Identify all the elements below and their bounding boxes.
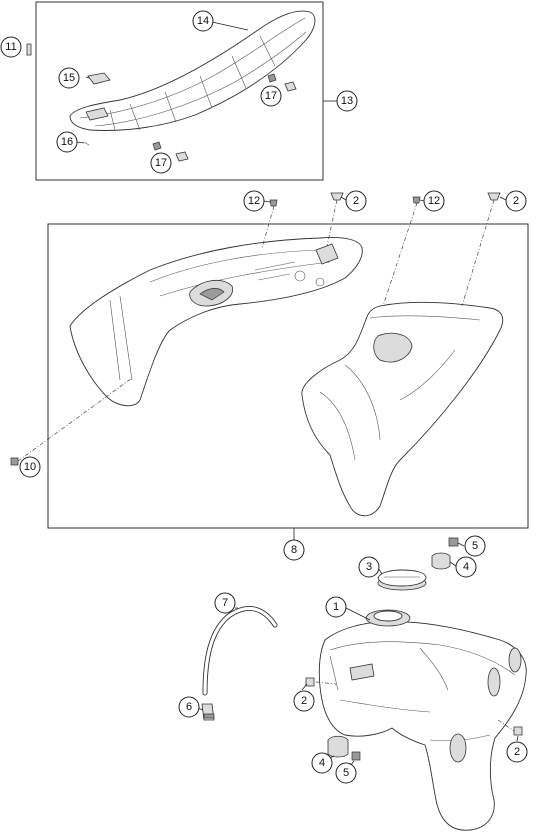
callout-15-label: 15 (63, 72, 75, 84)
screw-2c (305, 677, 315, 687)
callout-5a-label: 5 (472, 540, 478, 552)
callout-4a-label: 4 (463, 561, 469, 573)
clip-17a-1 (267, 73, 277, 83)
screw-10 (10, 457, 19, 466)
callout-5a: 5 (464, 535, 486, 557)
filler-cap-part (377, 569, 427, 591)
screw-5b (351, 751, 361, 761)
clip-17b-1 (152, 141, 162, 151)
callout-12a: 12 (243, 190, 265, 212)
callout-16: 16 (56, 131, 78, 153)
callout-13: 13 (336, 90, 358, 112)
screw-11 (26, 43, 32, 56)
side-panels-frame (47, 223, 529, 529)
callout-7-label: 7 (222, 597, 228, 609)
seat-group-frame (35, 1, 324, 181)
bushing-2b (487, 192, 501, 201)
callout-2b: 2 (505, 190, 527, 212)
callout-2d: 2 (506, 741, 528, 763)
left-side-panel (69, 237, 363, 407)
callout-11-label: 11 (5, 41, 16, 53)
callout-14-label: 14 (197, 15, 209, 27)
callout-16-label: 16 (61, 136, 73, 148)
callout-2c: 2 (293, 690, 315, 712)
fuel-tank-part (318, 609, 527, 831)
callout-2a-label: 2 (353, 195, 359, 207)
callout-2b-label: 2 (513, 195, 519, 207)
callout-2a: 2 (345, 190, 367, 212)
callout-3-label: 3 (366, 561, 372, 573)
vent-hose-7 (202, 606, 278, 696)
screw-12b (412, 196, 421, 204)
callout-6-label: 6 (186, 701, 192, 713)
callout-12a-label: 12 (248, 195, 260, 207)
callout-17a-label: 17 (265, 90, 277, 102)
clip-15 (87, 72, 111, 85)
clip-17b-2 (175, 151, 189, 162)
callout-13-label: 13 (341, 95, 353, 107)
callout-2c-label: 2 (301, 695, 307, 707)
callout-10: 10 (19, 456, 41, 478)
pin-16 (83, 141, 90, 146)
callout-1-label: 1 (333, 601, 339, 613)
bushing-4a (431, 552, 451, 570)
screw-2d (513, 726, 523, 736)
callout-15: 15 (58, 67, 80, 89)
callout-2d-label: 2 (514, 746, 520, 758)
callout-14: 14 (192, 10, 214, 32)
callout-8-label: 8 (291, 544, 297, 556)
right-side-panel (301, 301, 504, 517)
callout-3: 3 (358, 556, 380, 578)
fuel-tank-group (197, 537, 527, 831)
screw-5a (448, 537, 459, 547)
bushing-2a (330, 192, 344, 201)
callout-17a: 17 (260, 85, 282, 107)
seat-group (26, 1, 337, 181)
side-panels-group (10, 192, 529, 540)
callout-5b: 5 (335, 762, 357, 784)
callout-10-label: 10 (24, 461, 36, 473)
callout-5b-label: 5 (343, 767, 349, 779)
seat-part (69, 10, 316, 131)
callout-6: 6 (178, 696, 200, 718)
callout-4b: 4 (311, 752, 333, 774)
callout-12b-label: 12 (428, 195, 440, 207)
callout-1: 1 (325, 596, 347, 618)
callout-4a: 4 (455, 556, 477, 578)
screw-12a (269, 199, 278, 207)
callout-17b: 17 (150, 152, 172, 174)
callout-17b-label: 17 (155, 157, 167, 169)
bushing-4b (327, 735, 349, 758)
callout-11: 11 (0, 36, 22, 58)
callout-12b: 12 (423, 190, 445, 212)
callout-4b-label: 4 (319, 757, 325, 769)
clip-17a-2 (284, 81, 297, 92)
callout-8: 8 (283, 539, 305, 561)
callout-7: 7 (214, 592, 236, 614)
